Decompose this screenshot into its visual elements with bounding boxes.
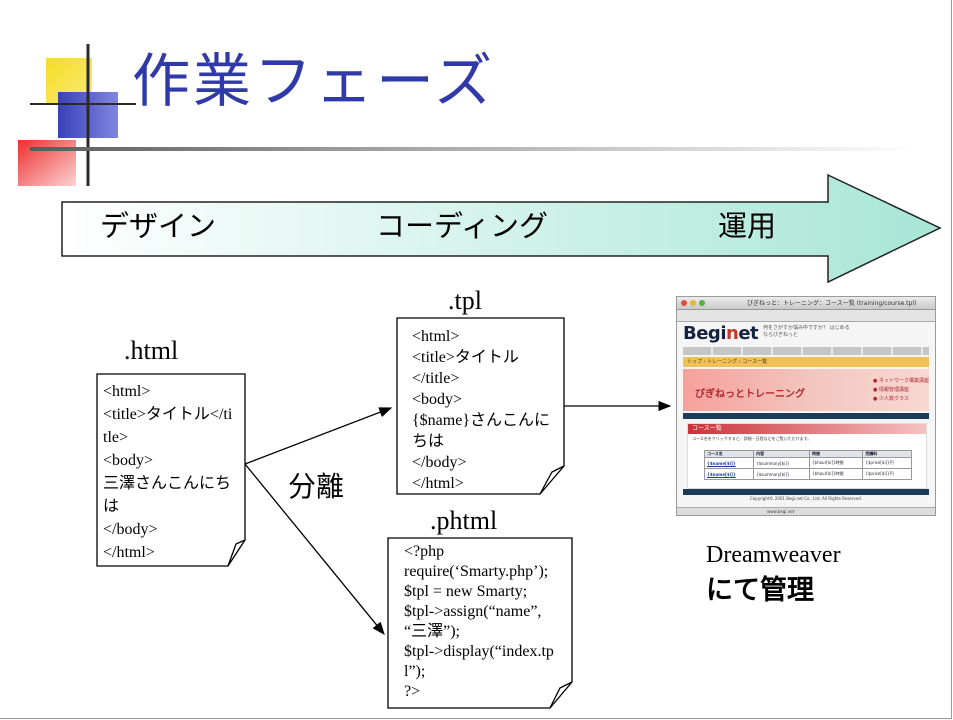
breadcrumb: トップ › トレーニング › コース一覧 xyxy=(683,357,929,367)
arrow-html-to-tpl xyxy=(244,407,393,465)
zoom-icon xyxy=(699,300,705,306)
course-table: コース名 内容 時間 受講料 {$name[$i]} {$summary[$i]… xyxy=(703,450,912,480)
slide-title: 作業フェーズ xyxy=(132,47,496,115)
table-cell: {$summary[$i]} xyxy=(753,468,810,480)
section-description: コース名をクリックすると、詳細・日程などをご覧いただけます。 xyxy=(692,436,812,441)
table-row: {$name[$i]} {$summary[$i]} {$hour[$i]}時間… xyxy=(703,457,912,469)
html-doc-text: <html> <title>タイトル</title> <body> 三澤さんこん… xyxy=(103,383,233,561)
course-list-panel: コース一覧 コース名をクリックすると、詳細・日程などをご覧いただけます。 コース… xyxy=(687,423,927,489)
minimize-icon xyxy=(690,300,696,306)
table-header: 時間 xyxy=(808,450,864,458)
phase-design: デザイン xyxy=(100,209,217,243)
table-row: {$name[$i]} {$summary[$i]} {$hour[$i]}時間… xyxy=(703,468,912,480)
status-bar: www.begi.net xyxy=(677,507,935,515)
html-file-label: .html xyxy=(124,336,179,365)
footer-copyright: Copyright© 2001 Begi.net Co., Ltd. All R… xyxy=(749,496,863,501)
phtml-doc-shape xyxy=(387,537,573,709)
close-icon xyxy=(681,300,687,306)
section-title: コース一覧 xyxy=(688,424,926,434)
dreamweaver-screenshot: びぎねっと：トレーニング：コース一覧 (training/course.tpl)… xyxy=(676,296,936,516)
table-cell: {$price[$i]}円 xyxy=(862,468,912,480)
course-name-link: {$name[$i]} xyxy=(703,457,755,469)
split-label: 分離 xyxy=(288,470,345,503)
html-doc-shape xyxy=(96,373,246,567)
tpl-doc-shape xyxy=(396,317,565,495)
logo-tagline: 何をさがすか悩み中ですか？ はじめるならびぎねっと xyxy=(763,325,850,338)
table-cell: {$summary[$i]} xyxy=(753,457,810,469)
phtml-file-label: .phtml xyxy=(430,506,498,535)
window-title: びぎねっと：トレーニング：コース一覧 (training/course.tpl) xyxy=(747,300,917,307)
window-titlebar: びぎねっと：トレーニング：コース一覧 (training/course.tpl) xyxy=(677,297,935,310)
table-cell: {$price[$i]}円 xyxy=(862,457,912,469)
course-name-link: {$name[$i]} xyxy=(703,468,755,480)
document-toolbar xyxy=(677,310,935,322)
table-header: 内容 xyxy=(753,450,810,458)
arrow-html-to-phtml xyxy=(244,463,385,636)
table-header: コース名 xyxy=(703,450,755,458)
banner-item: ● ネットワーク構築講座 xyxy=(873,378,929,384)
table-cell: {$hour[$i]}時間 xyxy=(808,468,864,480)
dreamweaver-caption: Dreamweaver にて管理 xyxy=(706,538,926,608)
phase-operation: 運用 xyxy=(718,209,777,243)
caption-line-1: Dreamweaver xyxy=(706,542,841,568)
phase-coding: コーディング xyxy=(376,209,548,243)
tpl-file-label: .tpl xyxy=(448,286,482,315)
site-logo: Beginet xyxy=(683,323,759,344)
caption-line-2: にて管理 xyxy=(706,575,814,606)
title-underline xyxy=(30,147,920,151)
footer-nav xyxy=(683,489,929,495)
tpl-doc-text: <html> <title>タイトル </title> <body> {$nam… xyxy=(412,328,551,492)
banner-item: ● 情報管理講座 xyxy=(873,387,909,393)
banner-list: ● ネットワーク構築講座 ● 情報管理講座 ● 少人数クラス xyxy=(873,377,929,404)
site-nav xyxy=(683,347,929,355)
phtml-doc-text: <?php require(‘Smarty.php’); $tpl = new … xyxy=(404,543,554,700)
table-cell: {$hour[$i]}時間 xyxy=(808,457,864,469)
phase-arrow xyxy=(61,173,942,284)
table-header: 受講料 xyxy=(862,450,912,458)
site-menu xyxy=(683,413,929,419)
training-banner: びぎねっとトレーニング ● ネットワーク構築講座 ● 情報管理講座 ● 少人数ク… xyxy=(683,369,929,411)
banner-item: ● 少人数クラス xyxy=(873,396,909,402)
banner-title: びぎねっとトレーニング xyxy=(695,389,805,400)
